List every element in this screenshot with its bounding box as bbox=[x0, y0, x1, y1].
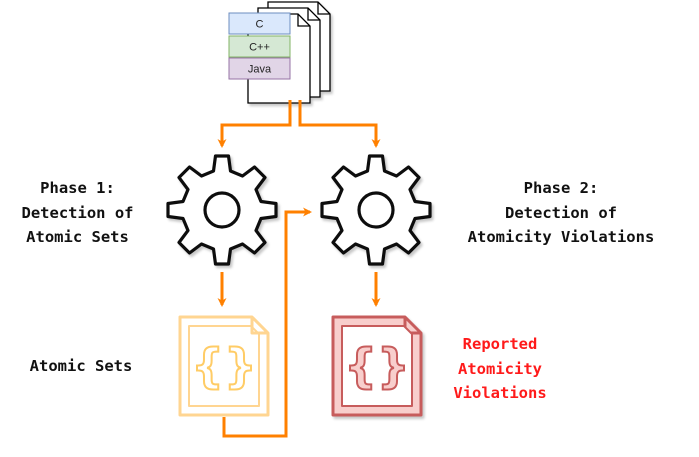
reported-label-line2: Atomicity bbox=[458, 359, 542, 378]
phase1-label-line1: Phase 1: bbox=[40, 179, 115, 197]
language-tag-java-label: Java bbox=[248, 64, 272, 76]
language-tag-java: Java bbox=[228, 57, 291, 80]
phase2-gear-icon bbox=[320, 154, 432, 266]
phase2-label-line1: Phase 2: bbox=[523, 179, 599, 197]
atomic-sets-braces-icon: {} bbox=[191, 339, 257, 393]
reported-braces-icon: {} bbox=[344, 339, 410, 393]
arrow-files-to-phase1 bbox=[217, 100, 292, 148]
phase1-label-line3: Atomic Sets bbox=[26, 228, 129, 246]
language-tag-c: C bbox=[228, 12, 291, 35]
language-tag-cpp-label: C++ bbox=[249, 42, 270, 54]
reported-violations-label: Reported Atomicity Violations bbox=[430, 332, 570, 406]
arrow-files-to-phase2 bbox=[298, 100, 381, 148]
atomic-sets-label-text: Atomic Sets bbox=[29, 357, 133, 375]
phase2-label: Phase 2: Detection of Atomicity Violatio… bbox=[428, 176, 694, 250]
language-tag-c-label: C bbox=[256, 19, 264, 31]
phase1-gear-icon bbox=[166, 154, 278, 266]
phase2-label-line3: Atomicity Violations bbox=[467, 228, 655, 246]
language-tag-cpp: C++ bbox=[228, 35, 291, 58]
phase2-label-line2: Detection of bbox=[505, 203, 617, 222]
reported-label-line3: Violations bbox=[453, 384, 547, 402]
atomic-sets-label: Atomic Sets bbox=[6, 354, 156, 379]
arrow-atomic-sets-to-phase2 bbox=[222, 207, 312, 438]
atomic-sets-document-icon: {} bbox=[178, 315, 270, 417]
phase1-label: Phase 1: Detection of Atomic Sets bbox=[0, 176, 155, 250]
reported-violations-document-icon: {} bbox=[331, 315, 423, 417]
reported-label-line1: Reported bbox=[462, 335, 538, 353]
phase1-label-line2: Detection of bbox=[21, 203, 134, 222]
